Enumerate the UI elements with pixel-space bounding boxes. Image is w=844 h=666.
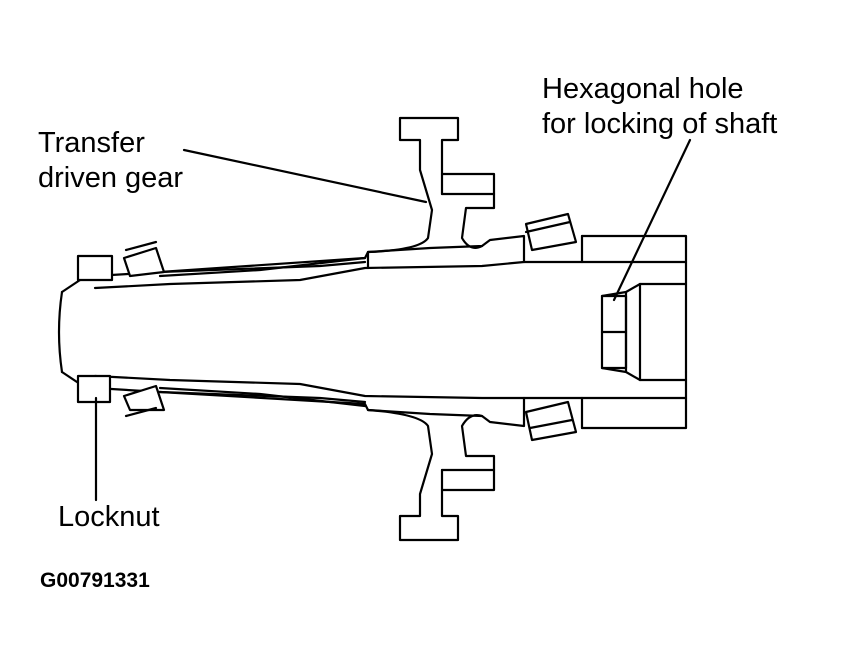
transfer-gear-label: Transfer driven gear [38,126,183,196]
leader-hex-hole [612,138,692,302]
hex-hole-label-line2: for locking of shaft [542,107,778,140]
leader-lines [94,138,692,502]
transfer-driven-gear [366,116,496,542]
locknut [76,254,114,404]
bearings [122,212,578,442]
hex-hole-label: Hexagonal hole for locking of shaft [542,72,777,142]
leader-transfer-gear [182,148,428,204]
transfer-gear-label-line1: Transfer [38,127,145,159]
transfer-gear-label-line2: driven gear [38,161,184,194]
figure-code: G00791331 [40,569,150,592]
hex-hole-label-line1: Hexagonal hole [542,73,744,105]
locknut-label: Locknut [58,501,160,533]
